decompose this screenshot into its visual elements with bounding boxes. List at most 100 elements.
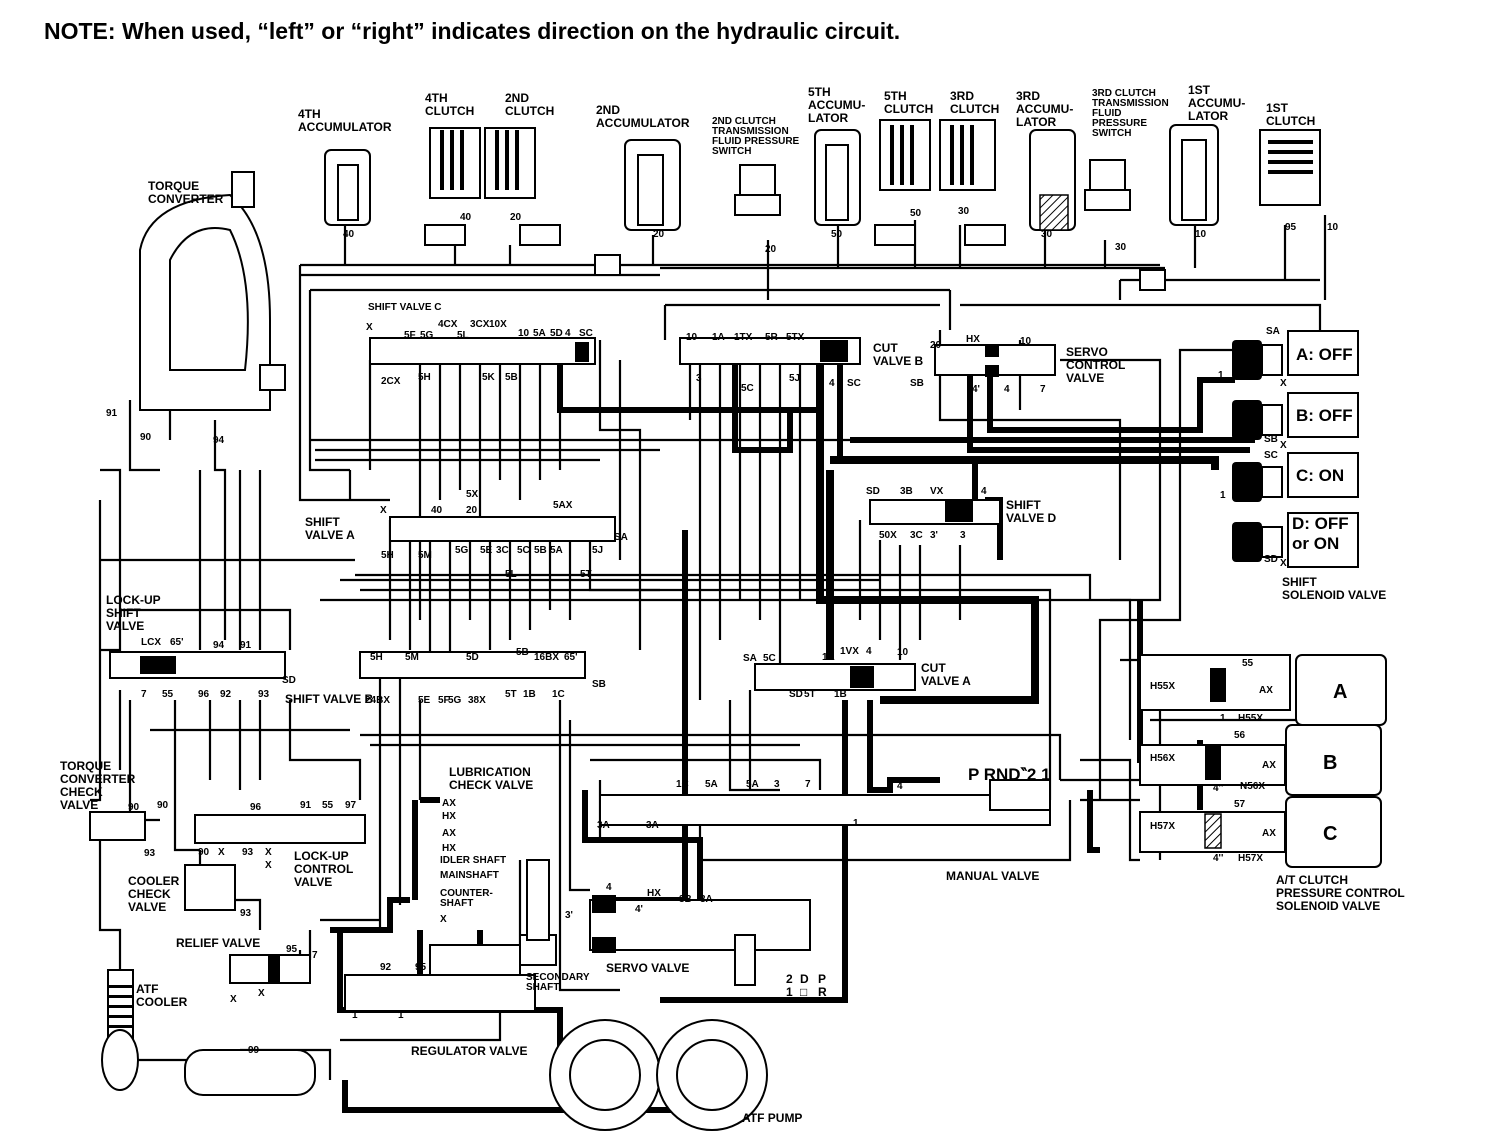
port-label-shift_a: 40 [431, 505, 443, 516]
port-label-sol_ports: SD [1264, 554, 1278, 565]
port-label-top: 50 [910, 208, 922, 219]
port-label-lower: 90 [157, 800, 169, 811]
port-label-lower: 5A [705, 779, 718, 790]
port-label-cut_b: 1A [712, 332, 725, 343]
shift-valve-c-label: SHIFT VALVE C [368, 302, 442, 313]
lub-outlet-label: MAINSHAFT [440, 870, 499, 881]
lub-outlet-label: SHAFT [440, 898, 473, 909]
port-label-lower: 4 [897, 781, 903, 792]
port-label-lower: 3 [774, 779, 780, 790]
port-label-sol_ports: 1 [1218, 370, 1224, 381]
port-label-shift_c: 5K [482, 372, 496, 383]
port-label-lower: 55 [322, 800, 334, 811]
port-label-shift_b: 16BX [534, 652, 559, 663]
port-label-lower: 3' [565, 910, 573, 921]
port-label-shift_a: 3C [496, 545, 509, 556]
port-label-cut_a: SD [789, 689, 803, 700]
port-label-pcs: AX [1259, 685, 1273, 696]
port-label-lower: 93 [144, 848, 156, 859]
port-label-shift_b: 5E [418, 695, 431, 706]
port-label-top: 50 [831, 229, 843, 240]
port-label-lower: X [265, 847, 272, 858]
port-label-pcs: 55 [1242, 658, 1254, 669]
port-label-shift_a: 5M [418, 550, 432, 561]
pressure-solenoid-b: B [1323, 752, 1337, 774]
port-label-shift_a: 5B [534, 545, 547, 556]
manual-lower-label: R [818, 985, 827, 999]
regulator-valve-label: REGULATOR VALVE [411, 1044, 527, 1058]
manual-lower-label: D [800, 972, 809, 986]
port-label-lockup: 90 [140, 432, 152, 443]
port-label-lower: 3B [679, 894, 692, 905]
port-label-cut_b: 5J [789, 373, 800, 384]
port-label-pcs: H55X [1150, 681, 1175, 692]
port-label-top: 30 [958, 206, 970, 217]
port-label-shift_c: 5F [404, 330, 416, 341]
port-label-pcs: 4'' [1213, 853, 1223, 864]
port-label-shift_a: 20 [466, 505, 478, 516]
port-label-top: 20 [510, 212, 522, 223]
port-label-lockup: 55 [162, 689, 174, 700]
port-label-lower: 91 [300, 800, 312, 811]
port-label-lower: 4 [606, 882, 612, 893]
port-label-shift_c: 3CX [470, 319, 490, 330]
port-label-shift_c: SC [579, 328, 593, 339]
manual-lower-label: □ [800, 985, 807, 999]
port-label-cut_a: 10 [897, 647, 909, 658]
port-label-sol_ports: SC [1264, 450, 1278, 461]
port-label-shift_a: SA [614, 532, 628, 543]
port-label-shift_b: 5M [405, 652, 419, 663]
port-label-cut_a: 5C [763, 653, 776, 664]
solenoid-state-label: B: OFF [1296, 406, 1353, 425]
port-label-shift_b: 65' [564, 652, 578, 663]
solenoid-state-label: A: OFF [1296, 345, 1353, 364]
port-label-shift_a: 5L [505, 569, 517, 580]
port-label-pcs: 1 [1220, 713, 1226, 724]
port-label-lower: 5A [746, 779, 759, 790]
port-label-sol_ports: X [1280, 558, 1287, 569]
port-label-lower: 92 [380, 962, 392, 973]
port-label-lockup: 65' [170, 637, 184, 648]
port-label-lockup: 94 [213, 435, 225, 446]
port-label-shift_d: 3C [910, 530, 923, 541]
port-label-lower: 7 [805, 779, 811, 790]
port-label-cut_b: 4 [829, 378, 835, 389]
lub-outlet-label: X [440, 914, 447, 925]
port-label-sol_ports: X [1280, 378, 1287, 389]
port-label-shift_c: 5L [457, 330, 469, 341]
lub-outlet-label: IDLER SHAFT [440, 855, 506, 866]
port-label-lower: 95 [286, 944, 298, 955]
port-label-cut_a: 1VX [840, 646, 859, 657]
port-label-servo_ctrl: 7 [1040, 384, 1046, 395]
port-label-shift_c: 5H [418, 372, 431, 383]
port-label-shift_a: 5T [580, 569, 592, 580]
port-label-shift_a: 5A [550, 545, 563, 556]
lub-outlet-label: AX [442, 828, 456, 839]
port-label-shift_a: 5H [381, 550, 394, 561]
port-label-cut_a: 5T [804, 689, 816, 700]
port-label-top: 40 [460, 212, 472, 223]
port-label-shift_b: 1C [552, 689, 565, 700]
port-label-top: 10 [1195, 229, 1207, 240]
port-label-shift_a: X [380, 505, 387, 516]
port-label-top: 20 [765, 244, 777, 255]
port-label-pcs: 57 [1234, 799, 1246, 810]
port-label-lower: 93 [242, 847, 254, 858]
port-label-sol_ports: SA [1266, 326, 1280, 337]
port-label-pcs: H55X [1238, 713, 1263, 724]
port-label-pcs: H57X [1150, 821, 1175, 832]
manual-lower-label: 2 [786, 972, 793, 986]
port-label-lower: 1 [352, 1010, 358, 1021]
port-label-servo_ctrl: 4' [972, 384, 980, 395]
manual-valve-label: MANUAL VALVE [946, 869, 1039, 883]
port-label-lower: 90 [198, 847, 210, 858]
